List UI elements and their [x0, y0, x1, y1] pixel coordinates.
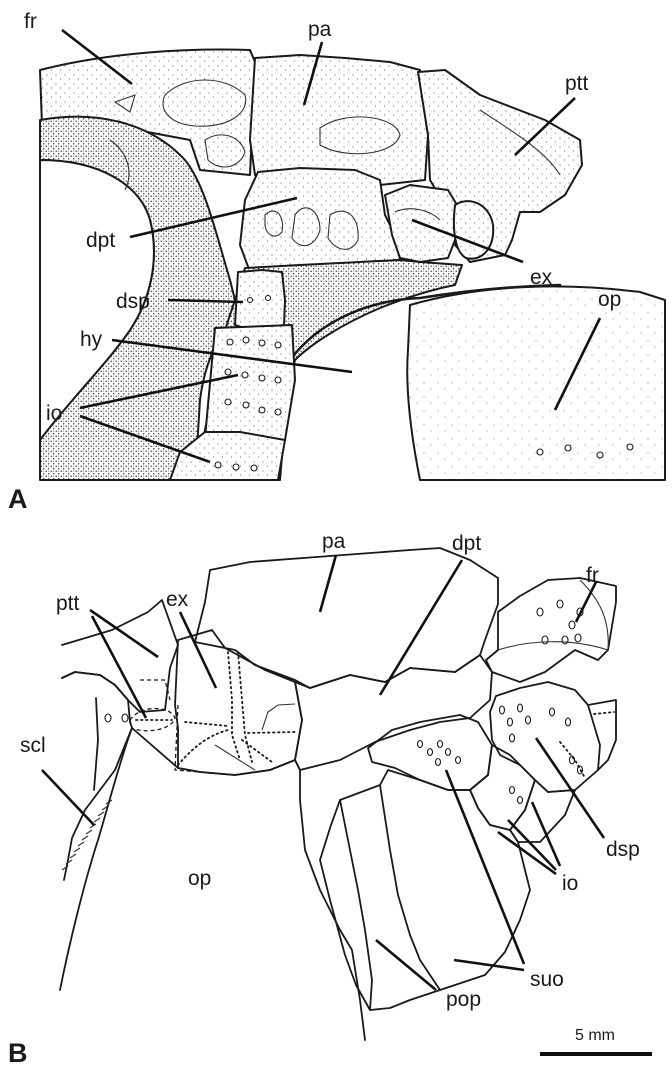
- orbit-interior-a: [39, 159, 155, 441]
- frontal-patch-1: [162, 79, 247, 127]
- frontal-notch-2: [109, 139, 130, 191]
- label-a-dsp: dsp: [116, 290, 150, 313]
- label-b-dsp: dsp: [606, 838, 640, 861]
- ex-b-dashed-outline: [174, 704, 201, 773]
- panel-b: pa dpt fr ptt ex scl op dsp io suo pop B: [8, 530, 640, 1068]
- opercle-bone-a: [406, 285, 666, 481]
- ptt-b-oval: [129, 707, 176, 732]
- side-fragment-b: [587, 699, 617, 771]
- infraorbital-2-b: [509, 779, 576, 843]
- ex-ridge: [394, 208, 441, 221]
- panel-b-letter: B: [8, 1038, 28, 1068]
- label-b-ex: ex: [166, 588, 189, 611]
- label-b-scl: scl: [20, 734, 46, 757]
- label-a-ex: ex: [530, 266, 553, 289]
- scale-bar: 5 mm: [540, 1027, 652, 1056]
- dpt-patch-3: [264, 210, 284, 237]
- pop-b-crest: [339, 799, 373, 1011]
- label-b-op: op: [188, 867, 211, 890]
- pop-b-inner: [379, 784, 441, 991]
- side-fragment-dots: [593, 711, 615, 715]
- dermopterotic-bone-a: [239, 167, 401, 273]
- infraorbital-1-b: [469, 744, 536, 831]
- dpt-patch-2: [327, 210, 359, 250]
- frontal-b-edge: [579, 579, 609, 651]
- dermosphenotic-bone-a: [234, 269, 286, 331]
- label-b-dpt: dpt: [452, 532, 481, 555]
- ex-b-canal-5: [247, 731, 296, 734]
- label-a-io: io: [46, 402, 62, 425]
- io-pits: [214, 294, 634, 472]
- parietal-bone-b: [194, 547, 499, 689]
- parietal-patch: [319, 116, 401, 155]
- frontal-bone-b: [485, 577, 617, 683]
- label-b-ptt: ptt: [56, 592, 80, 615]
- ex-b-line-b: [214, 744, 256, 771]
- ex-b-canal-1: [227, 651, 241, 761]
- scl-b-inner: [93, 697, 99, 791]
- label-a-pa: pa: [308, 18, 332, 41]
- label-a-fr: fr: [24, 10, 37, 33]
- suborbital-1-b: [367, 714, 493, 791]
- label-a-ptt: ptt: [565, 72, 589, 95]
- label-b-io: io: [562, 872, 578, 895]
- label-a-hy: hy: [80, 328, 103, 351]
- posttemporal-ridge: [479, 109, 561, 176]
- scale-bar-label: 5 mm: [575, 1027, 615, 1044]
- b-pits: [104, 599, 584, 805]
- preopercle-bone-b: [319, 769, 531, 1011]
- opercle-bone-b: [59, 727, 366, 1041]
- frontal-patch-2: [204, 134, 246, 168]
- ex-b-canal-4: [184, 721, 229, 727]
- ex-b-canal-6: [241, 739, 273, 763]
- panel-a-letter: A: [8, 484, 28, 514]
- ex-b-canal-2: [237, 651, 253, 763]
- label-a-op: op: [598, 288, 621, 311]
- extrascapular-lobe: [452, 200, 495, 260]
- label-b-pop: pop: [446, 988, 481, 1011]
- hy-op-boundary: [288, 283, 562, 362]
- infraorbital-1-a: [204, 324, 296, 443]
- frontal-b-inner: [497, 641, 609, 651]
- dsp-b-canal: [559, 741, 586, 779]
- frontal-notch: [113, 94, 136, 113]
- panel-a: fr pa ptt dpt ex dsp op hy io A: [8, 10, 666, 514]
- label-b-fr: fr: [586, 564, 599, 587]
- label-a-dpt: dpt: [86, 229, 115, 252]
- posttemporal-bone-b: [61, 599, 179, 713]
- ex-b-line-a: [261, 703, 296, 731]
- label-b-suo: suo: [530, 968, 564, 991]
- scl-serrations: [61, 799, 113, 871]
- ptt-b-dash: [140, 679, 171, 701]
- label-b-pa: pa: [322, 530, 346, 553]
- dpt-patch-1: [291, 207, 321, 247]
- ex-b-canal-3: [177, 729, 229, 766]
